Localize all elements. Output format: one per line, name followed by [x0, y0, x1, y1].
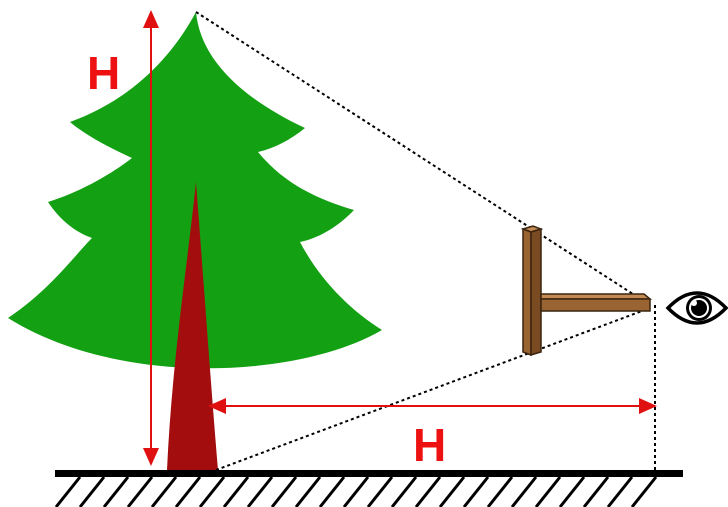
ground-hatch-line [318, 476, 346, 507]
eye-icon [665, 291, 728, 325]
ground-hatch-line [414, 476, 442, 507]
horizontal-distance-label: H [413, 419, 446, 471]
ground-hatch-line [54, 476, 82, 507]
ground-hatch-line [366, 476, 394, 507]
ground-hatch-line [126, 476, 154, 507]
ground-hatch-line [222, 476, 250, 507]
ground-hatch-line [582, 476, 610, 507]
sight-line-top [195, 11, 651, 306]
vertical-height-label: H [87, 47, 120, 99]
tree-trunk [167, 182, 218, 470]
ground-hatch-line [486, 476, 514, 507]
ground-hatch-line [102, 476, 130, 507]
sight-line-base [215, 307, 651, 471]
vertical-height-arrow [143, 10, 159, 466]
ground-hatch-line [534, 476, 562, 507]
ground-hatch-line [150, 476, 178, 507]
ground-hatch-line [198, 476, 226, 507]
ground-hatch-line [558, 476, 586, 507]
ground-hatch-line [270, 476, 298, 507]
ground-hatch-line [342, 476, 370, 507]
ground-hatch-line [78, 476, 106, 507]
wooden-t-square-icon [520, 225, 653, 357]
ground-hatch-line [438, 476, 466, 507]
ground-hatch-line [174, 476, 202, 507]
tree-foliage [8, 12, 382, 369]
ground-hatch-line [246, 476, 274, 507]
horizontal-distance-arrow [208, 398, 657, 414]
ground-hatch-line [462, 476, 490, 507]
ground [54, 470, 683, 507]
ground-hatch-line [630, 476, 658, 507]
ground-hatch-line [606, 476, 634, 507]
ground-hatch-line [510, 476, 538, 507]
ground-hatch-line [294, 476, 322, 507]
ground-hatch-line [390, 476, 418, 507]
